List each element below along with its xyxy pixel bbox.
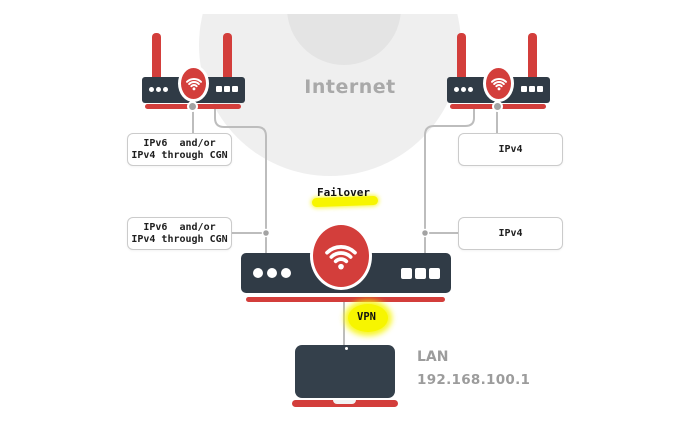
router-central	[241, 222, 451, 303]
port-square	[224, 86, 230, 92]
laptop	[292, 345, 398, 407]
antenna-icon	[152, 33, 161, 81]
led-dot	[281, 268, 291, 278]
lan-ip-address: 192.168.100.1	[417, 372, 531, 388]
failover-annotation: Failover	[311, 185, 382, 209]
highlight-marker	[348, 304, 388, 332]
led-dot	[267, 268, 277, 278]
led-dot	[253, 268, 263, 278]
antenna-icon	[457, 33, 466, 81]
lan-title: LAN	[417, 349, 449, 365]
label-wan-right-top: IPv4	[458, 133, 563, 166]
port-square	[232, 86, 238, 92]
router-wan-left	[142, 33, 245, 112]
led-dot	[461, 87, 466, 92]
port-square	[537, 86, 543, 92]
lan-info: LAN 192.168.100.1	[417, 349, 530, 388]
connector-dot	[187, 101, 198, 112]
wire-left-router-to-center	[214, 106, 267, 254]
port-square	[401, 268, 412, 279]
router-base-bar	[246, 297, 445, 302]
label-wan-left-bottom: IPv6 and/or IPv4 through CGN	[127, 217, 232, 250]
antenna-icon	[528, 33, 537, 81]
laptop-notch	[333, 400, 356, 404]
junction-dot-left	[261, 228, 271, 238]
wifi-icon	[178, 65, 209, 102]
vpn-annotation: VPN	[346, 302, 390, 336]
wifi-icon	[483, 65, 514, 102]
port-square	[529, 86, 535, 92]
failover-label: Failover	[317, 186, 370, 199]
led-dot	[468, 87, 473, 92]
led-dot	[149, 87, 154, 92]
port-square	[429, 268, 440, 279]
vpn-label: VPN	[357, 311, 376, 323]
connector-dot	[492, 101, 503, 112]
antenna-icon	[223, 33, 232, 81]
led-dot	[454, 87, 459, 92]
port-square	[521, 86, 527, 92]
wire-right-router-to-center	[424, 106, 475, 254]
router-wan-right	[447, 33, 550, 112]
internet-label: Internet	[304, 76, 396, 98]
led-dot	[163, 87, 168, 92]
label-wan-right-bottom: IPv4	[458, 217, 563, 250]
laptop-base-bar	[292, 400, 398, 407]
port-square	[216, 86, 222, 92]
webcam-dot	[345, 347, 348, 350]
laptop-screen	[295, 345, 395, 398]
junction-dot-right	[420, 228, 430, 238]
port-square	[415, 268, 426, 279]
wifi-icon	[310, 222, 372, 290]
led-dot	[156, 87, 161, 92]
label-wan-left-top: IPv6 and/or IPv4 through CGN	[127, 133, 232, 166]
